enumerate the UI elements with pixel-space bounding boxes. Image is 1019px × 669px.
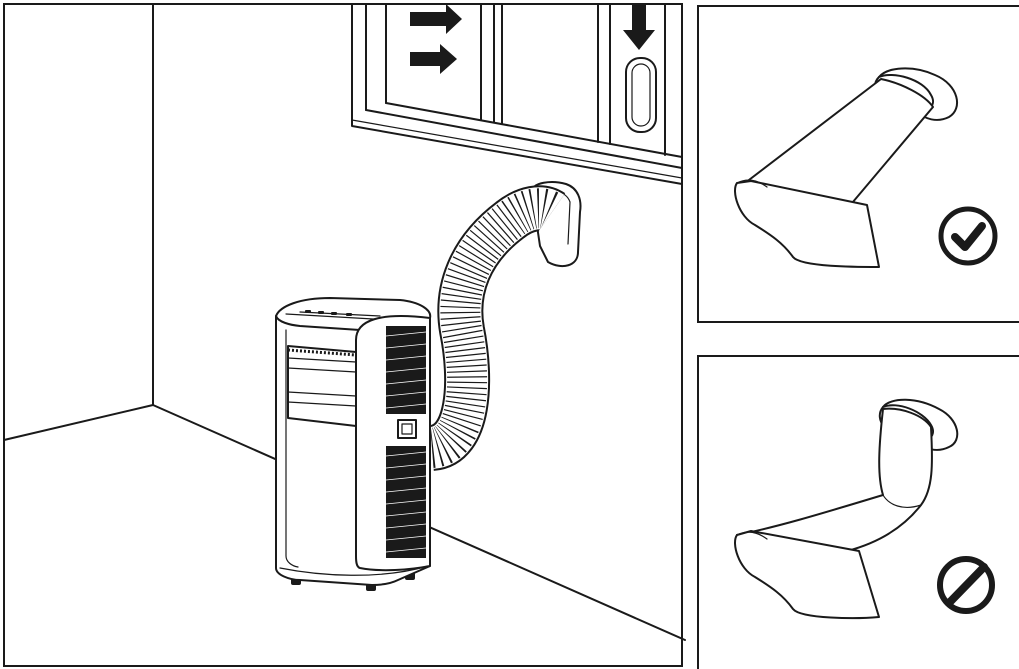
prohibited-icon (937, 556, 995, 614)
correct-hose-routing-panel (697, 5, 1019, 323)
sliding-window (351, 3, 683, 185)
airflow-arrow-top (410, 4, 462, 34)
carry-handle (397, 419, 417, 439)
correct-hose-drawing (697, 5, 1019, 323)
portable-air-conditioner (275, 297, 432, 591)
airflow-arrow-down (623, 4, 655, 50)
incorrect-hose-drawing (697, 355, 1019, 669)
panel-frame (3, 3, 683, 667)
straight-hose (734, 67, 958, 268)
incorrect-hose-routing-panel (697, 355, 1019, 669)
window-slot-opening (625, 57, 657, 133)
airflow-arrow-middle (410, 44, 457, 74)
panel-frame (697, 5, 1019, 323)
exhaust-hose (427, 185, 566, 471)
louver-lines (287, 357, 357, 407)
check-mark-icon (938, 206, 998, 266)
bent-hose (734, 398, 959, 620)
panel-frame (697, 355, 1019, 669)
installation-scene-drawing (3, 3, 686, 667)
installation-scene-panel (3, 3, 686, 667)
